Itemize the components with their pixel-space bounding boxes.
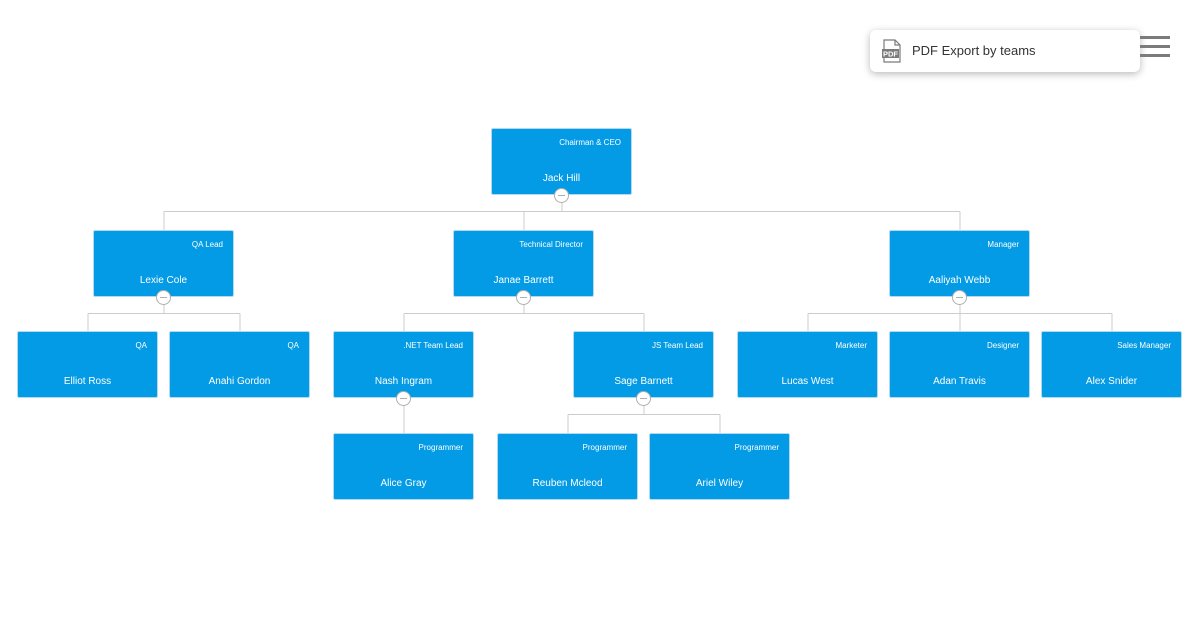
node-title: Programmer (582, 443, 627, 452)
node-title: .NET Team Lead (403, 341, 463, 350)
node-title: QA Lead (191, 240, 223, 249)
node-name: Reuben Mcleod (532, 478, 603, 489)
node-name: Lexie Cole (139, 275, 188, 286)
collapse-toggle-icon[interactable] (554, 187, 569, 203)
node-title: Marketer (835, 341, 867, 350)
node-title: QA (135, 341, 147, 350)
collapse-toggle-icon[interactable] (396, 390, 411, 406)
collapse-toggle-icon[interactable] (952, 289, 967, 305)
node-name: Jack Hill (542, 173, 581, 184)
node-title: Technical Director (519, 240, 583, 249)
node-title: Sales Manager (1117, 341, 1171, 350)
pdf-export-menu-item[interactable]: PDF PDF Export by teams (870, 30, 1140, 72)
node-title: Programmer (418, 443, 463, 452)
node-name: Elliot Ross (63, 376, 112, 387)
pdf-export-label: PDF Export by teams (912, 43, 1036, 58)
node-title: Manager (987, 240, 1019, 249)
hamburger-line (1140, 45, 1170, 48)
node-title: JS Team Lead (652, 341, 703, 350)
pdf-icon-text: PDF (883, 50, 898, 59)
org-node-jack[interactable]: Chairman & CEO Jack Hill (491, 128, 632, 195)
hamburger-menu-icon[interactable] (1140, 36, 1170, 60)
node-title: Programmer (734, 443, 779, 452)
node-name: Adan Travis (933, 376, 986, 387)
node-name: Anahi Gordon (208, 376, 271, 387)
node-name: Nash Ingram (374, 376, 433, 387)
hamburger-line (1140, 36, 1170, 39)
node-name: Sage Barnett (614, 376, 673, 387)
org-node-anahi[interactable]: QA Anahi Gordon (169, 331, 310, 398)
collapse-toggle-icon[interactable] (636, 390, 651, 406)
node-name: Aaliyah Webb (928, 275, 991, 286)
node-title: Chairman & CEO (559, 138, 621, 147)
collapse-toggle-icon[interactable] (516, 289, 531, 305)
pdf-file-icon: PDF (882, 39, 901, 63)
node-title: Designer (986, 341, 1019, 350)
hamburger-line (1140, 54, 1170, 57)
org-node-elliot[interactable]: QA Elliot Ross (17, 331, 158, 398)
collapse-toggle-icon[interactable] (156, 289, 171, 305)
node-name: Janae Barrett (493, 275, 554, 286)
node-title: QA (287, 341, 299, 350)
node-name: Alex Snider (1085, 376, 1138, 387)
node-name: Ariel Wiley (695, 478, 744, 489)
node-name: Lucas West (781, 376, 834, 387)
node-name: Alice Gray (380, 478, 427, 489)
